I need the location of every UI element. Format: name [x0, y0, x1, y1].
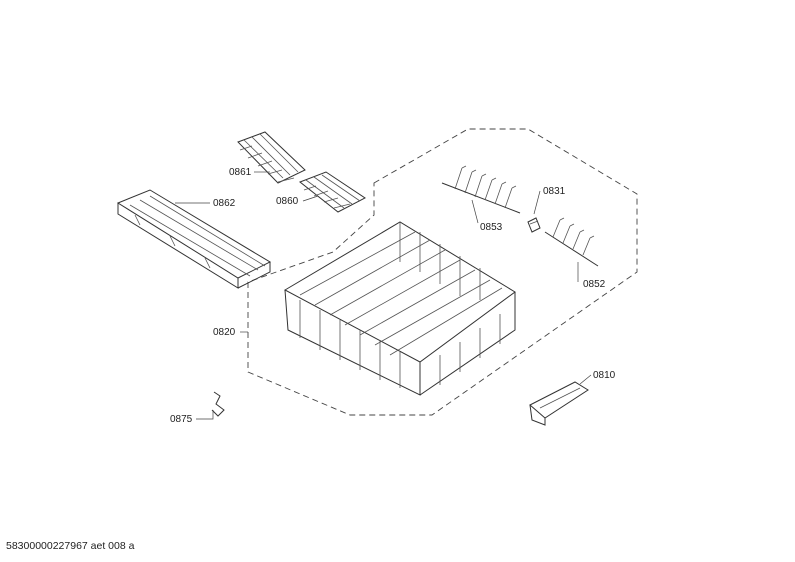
part-0831-label[interactable]: 0831	[543, 186, 566, 197]
cutlery-tray-0862	[116, 189, 272, 289]
part-0852-label[interactable]: 0852	[583, 279, 606, 290]
part-0820-label[interactable]: 0820	[213, 327, 236, 338]
document-id-footer: 58300000227967 aet 008 a	[6, 540, 135, 552]
part-0862-label[interactable]: 0862	[213, 198, 236, 209]
part-0853-label[interactable]: 0853	[480, 222, 503, 233]
cutlery-rack-0861	[237, 131, 306, 184]
part-0875-label[interactable]: 0875	[170, 414, 193, 425]
part-0860-label[interactable]: 0860	[276, 196, 299, 207]
part-0861-label[interactable]: 0861	[229, 167, 252, 178]
clip-0831	[527, 217, 541, 233]
assembly-boundary-dashed	[247, 128, 638, 416]
handle-0810	[529, 381, 589, 426]
leader-0810	[579, 374, 592, 385]
leader-0860	[302, 195, 319, 202]
leader-0853	[471, 199, 479, 224]
wire-rack-0852	[544, 217, 599, 267]
leader-0831	[533, 190, 541, 215]
wire-rack-0853	[441, 165, 521, 214]
cutlery-rack-0860	[299, 171, 366, 213]
leader-0875	[196, 410, 214, 420]
clip-0875	[211, 391, 225, 417]
basket-0820	[283, 221, 516, 396]
part-0810-label[interactable]: 0810	[593, 370, 616, 381]
